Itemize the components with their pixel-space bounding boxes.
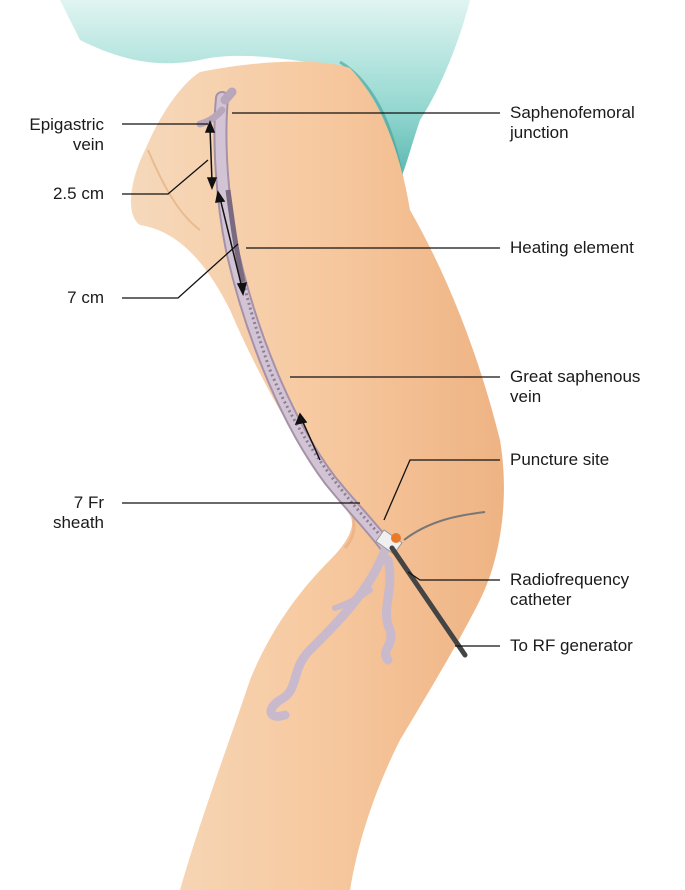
label-epigastric-vein: Epigastric vein	[0, 115, 104, 155]
varicose-branch-2	[381, 555, 396, 665]
leader-lines	[122, 112, 500, 647]
varicose-branch-3	[332, 587, 373, 611]
label-great-saphenous-vein: Great saphenous vein	[510, 367, 640, 407]
label-epigastric-line2: vein	[72, 135, 104, 154]
label-sheath-line2: sheath	[52, 513, 104, 532]
label-7fr-sheath: 7 Fr sheath	[0, 493, 104, 533]
label-rf-catheter-line1: Radiofrequency	[510, 570, 630, 589]
label-saphenofemoral-line2: junction	[510, 123, 569, 142]
label-epigastric-line1: Epigastric	[29, 115, 104, 134]
rf-catheter-wire	[403, 511, 486, 541]
groin-crease	[147, 149, 201, 231]
distance-arrows	[204, 119, 321, 461]
label-saphenofemoral-junction: Saphenofemoral junction	[510, 103, 635, 143]
label-gsv-line2: vein	[510, 387, 542, 406]
label-sheath-line1: 7 Fr	[73, 493, 104, 512]
label-puncture-site: Puncture site	[510, 450, 610, 469]
label-rf-generator: To RF generator	[510, 636, 633, 655]
femoral-branch	[220, 87, 237, 105]
label-rf-catheter-line2: catheter	[510, 590, 572, 609]
great-saphenous-vein-fill	[215, 93, 390, 550]
puncture-marker	[391, 533, 401, 543]
surgical-drape	[60, 0, 470, 180]
label-radiofrequency-catheter: Radiofrequency catheter	[510, 570, 629, 610]
rf-catheter	[389, 545, 468, 658]
label-7-cm: 7 cm	[67, 288, 104, 307]
label-saphenofemoral-line1: Saphenofemoral	[510, 103, 635, 122]
label-gsv-line1: Great saphenous	[510, 367, 641, 386]
label-2-5-cm: 2.5 cm	[52, 184, 104, 203]
heating-element	[225, 189, 246, 283]
label-heating-element: Heating element	[510, 238, 634, 257]
leg-skin	[130, 61, 504, 890]
